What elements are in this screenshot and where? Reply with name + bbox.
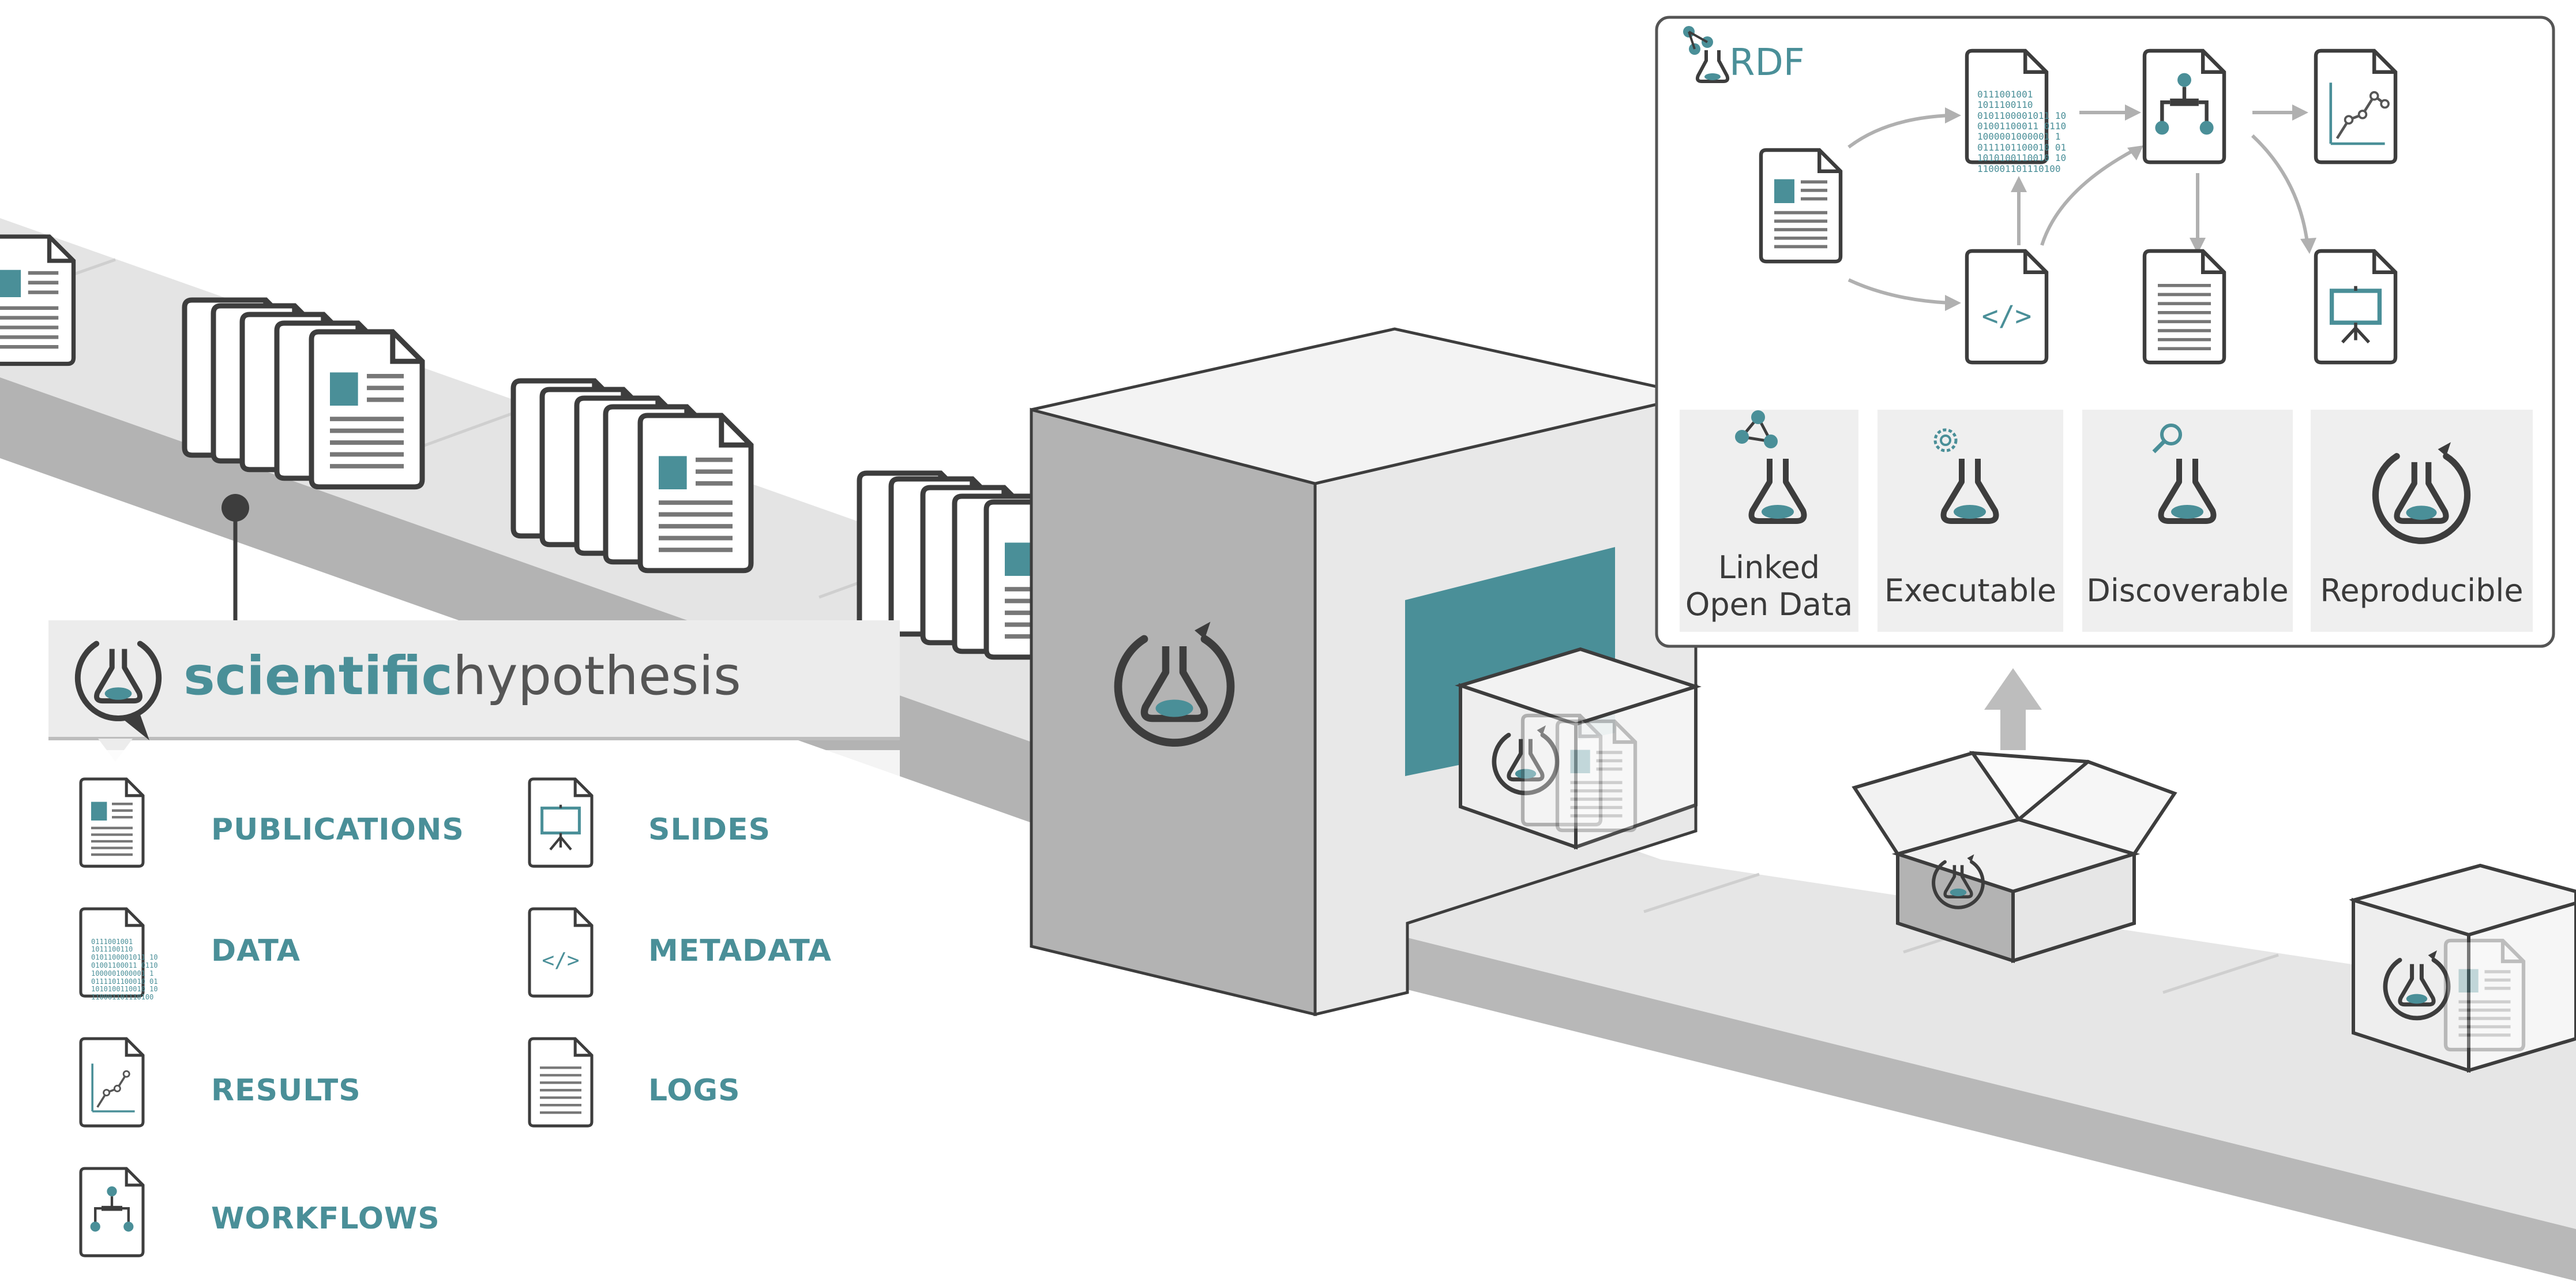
- legend-icons: </>: [81, 779, 592, 1256]
- conveyor-belt: [0, 218, 2576, 1281]
- linked-data-flask-icon: [1735, 410, 1807, 524]
- document-stack-1: [0, 237, 74, 364]
- rdf-title: RDF: [1729, 42, 1805, 84]
- closed-box: [2349, 863, 2576, 1073]
- exiting-box: [1455, 647, 1702, 850]
- page-title: scientifichypothesis: [183, 645, 741, 707]
- property-discoverable: Discoverable: [2086, 572, 2289, 609]
- legend-label-workflows: WORKFLOWS: [211, 1201, 440, 1236]
- legend-label-results: RESULTS: [211, 1073, 361, 1108]
- property-tiles: [1680, 410, 2533, 632]
- property-executable: Executable: [1884, 572, 2057, 609]
- gear-flask-icon: [1933, 428, 1999, 524]
- header-band: [48, 620, 900, 739]
- open-box: [1852, 668, 2177, 964]
- property-reproducible: Reproducible: [2320, 572, 2524, 609]
- svg-text:</>: </>: [1982, 301, 2031, 332]
- legend-label-slides: SLIDES: [648, 812, 771, 847]
- legend-label-logs: LOGS: [648, 1073, 741, 1108]
- rdf-arrows: [1847, 111, 2309, 305]
- legend-label-data: DATA: [211, 934, 301, 968]
- document-stack-2: [185, 300, 422, 487]
- magnifier-flask-icon: [2152, 424, 2217, 524]
- svg-text:</>: </>: [542, 949, 579, 972]
- legend-label-metadata: METADATA: [648, 934, 832, 968]
- legend-label-publications: PUBLICATIONS: [211, 812, 464, 847]
- packaging-machine: [1030, 327, 1698, 1017]
- title-bold: scientific: [183, 645, 453, 707]
- rdf-icon: [1683, 26, 1730, 83]
- document-stack-3: [513, 381, 751, 571]
- title-light: hypothesis: [452, 645, 741, 707]
